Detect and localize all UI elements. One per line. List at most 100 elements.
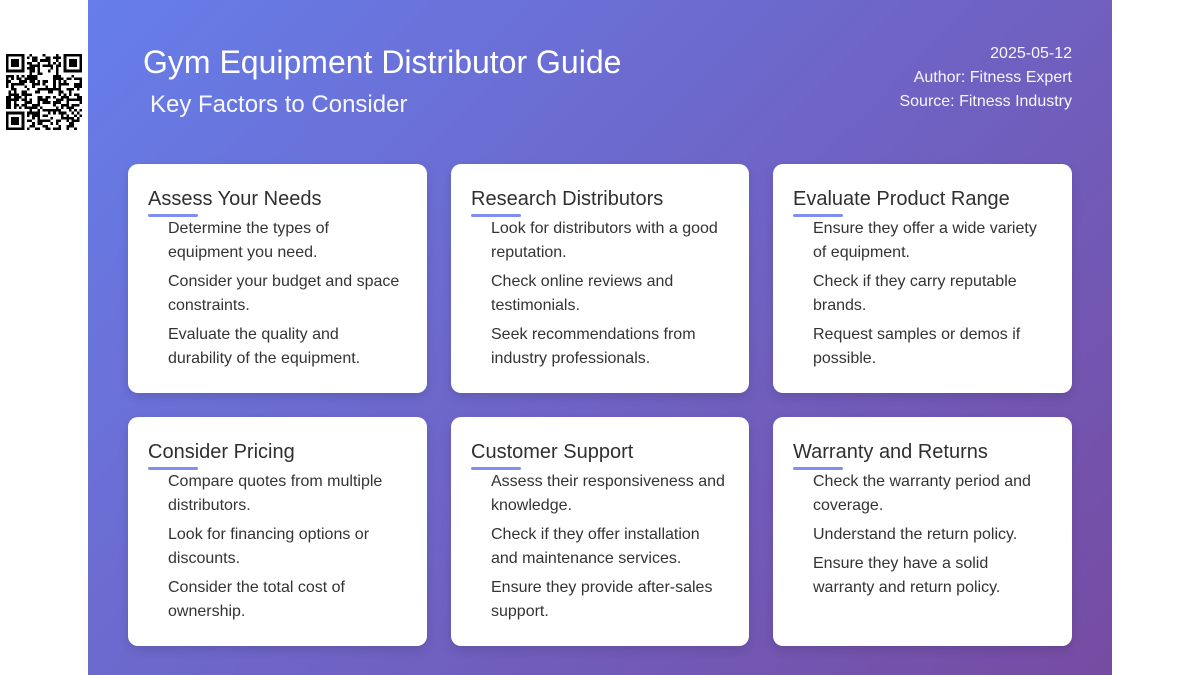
qr-module [53,80,56,83]
qr-module [32,74,35,78]
qr-module [34,114,38,117]
qr-module [45,119,48,123]
qr-module [32,116,35,120]
qr-module [71,103,75,107]
qr-module [13,88,17,91]
qr-module [24,90,27,94]
qr-module [21,74,25,78]
qr-module [61,106,64,110]
qr-module [58,85,62,89]
qr-module [29,77,33,81]
qr-module [29,69,33,73]
qr-module [66,77,69,81]
page-subtitle: Key Factors to Consider [150,91,408,118]
qr-module [40,95,43,99]
qr-module [32,111,35,115]
qr-module [8,93,12,96]
qr-module [71,111,75,115]
qr-module [66,114,69,117]
qr-module [76,82,80,86]
qr-module [29,80,33,83]
qr-module [16,93,20,96]
qr-module [47,95,51,99]
list-item: Look for financing options or discounts. [168,526,370,567]
title-underline [471,214,521,217]
qr-module [50,67,54,70]
qr-module [68,106,72,110]
qr-module [68,90,72,94]
list-item: Consider your budget and space constrain… [168,273,400,314]
qr-module [24,106,27,110]
qr-module [61,116,64,120]
qr-module [32,124,35,128]
qr-module [47,88,51,91]
qr-module [37,95,41,99]
qr-module [32,69,35,73]
qr-module [32,59,35,62]
qr-module [42,109,46,112]
qr-module [58,98,62,102]
card-title: Assess Your Needs [148,188,322,210]
qr-module [21,82,25,86]
qr-module [79,101,82,104]
qr-module [55,64,59,68]
qr-module [42,80,46,83]
qr-module [26,77,30,81]
qr-module [79,95,82,99]
qr-module [58,74,62,78]
qr-module [66,116,69,120]
qr-module [79,77,82,81]
qr-module [66,119,69,123]
qr-module [61,114,64,117]
qr-module [6,80,9,83]
qr-module [11,82,14,86]
qr-module [13,101,17,104]
slide: Gym Equipment Distributor Guide Key Fact… [88,0,1112,675]
qr-module [58,56,62,60]
qr-module [76,116,80,120]
qr-module [37,114,41,117]
qr-module [63,82,67,86]
list-item: Request samples or demos if possible. [813,326,1021,367]
list-item: Check if they offer installation and mai… [491,526,700,567]
qr-module [71,88,75,91]
qr-module [42,54,46,57]
qr-module [47,59,51,62]
qr-module [6,85,9,89]
source: Source: Fitness Industry [899,93,1072,110]
list-item: Ensure they provide after-sales support. [491,579,713,620]
title-underline [793,214,843,217]
qr-module [24,85,27,89]
qr-module [29,64,33,68]
qr-module [37,122,41,125]
qr-module [8,98,12,102]
qr-module [55,54,59,57]
qr-module [29,67,33,70]
qr-module [8,74,12,78]
qr-module [16,103,20,107]
qr-module [53,109,56,112]
qr-module [37,80,41,83]
qr-module [19,77,22,81]
qr-module [32,114,35,117]
qr-module [45,64,48,68]
qr-module [32,56,35,60]
qr-module [6,101,9,104]
qr-module [47,69,51,73]
qr-module [34,103,38,107]
qr-code-icon [6,54,82,130]
qr-module [58,77,62,81]
qr-module [68,122,72,125]
qr-module [66,101,69,104]
qr-module [29,111,33,115]
qr-module [79,85,82,89]
qr-module [58,111,62,115]
qr-code[interactable] [2,50,86,134]
qr-module [53,74,56,78]
qr-module [42,82,46,86]
qr-module [63,103,67,107]
qr-module [26,101,30,104]
qr-module [74,77,77,81]
qr-module [37,111,41,115]
